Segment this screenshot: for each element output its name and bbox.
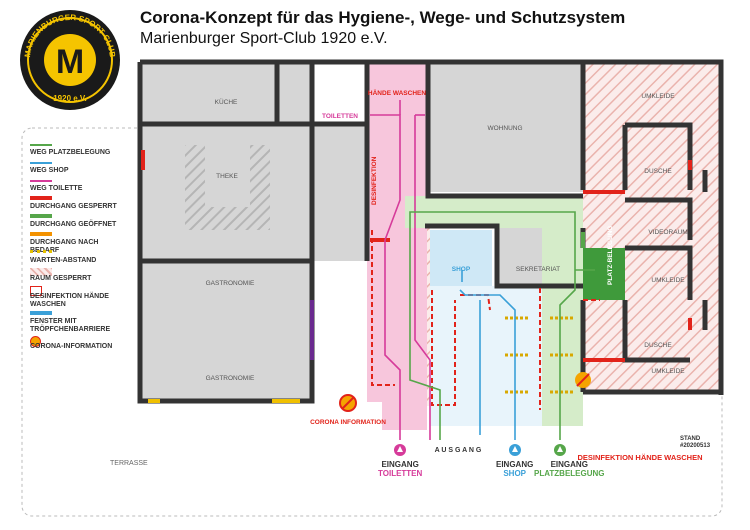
room-umkleide-1: UMKLEIDE xyxy=(641,93,675,100)
stand-date: STAND #20200513 xyxy=(680,436,711,449)
legend-label-8: DESINFEKTION HÄNDE WASCHEN xyxy=(30,293,109,308)
legend-mark-3 xyxy=(30,196,52,200)
room-theke: THEKE xyxy=(216,173,238,180)
legend-mark-0 xyxy=(30,144,52,146)
room-kueche: KÜCHE xyxy=(215,98,238,106)
legend-label-2: WEG TOILETTE xyxy=(30,185,83,192)
legend-label-6: WARTEN-ABSTAND xyxy=(30,257,97,264)
room-haende-waschen: HÄNDE WASCHEN xyxy=(368,89,426,97)
legend-mark-6 xyxy=(30,250,52,256)
platzbelegung-room xyxy=(583,248,625,300)
page-title: Corona-Konzept für das Hygiene-, Wege- u… xyxy=(140,8,626,27)
room-gastronomie-2: GASTRONOMIE xyxy=(206,375,255,382)
legend-label-10: CORONA-INFORMATION xyxy=(30,343,113,350)
ausgang-label: A U S G A N G xyxy=(435,447,482,454)
room-umkleide-3: UMKLEIDE xyxy=(651,368,685,375)
room-gastronomie-1: GASTRONOMIE xyxy=(206,280,255,287)
legend-label-7: RAUM GESPERRT xyxy=(30,275,92,282)
corona-info-icon xyxy=(339,372,591,412)
entry-platzbelegung: EINGANG PLATZBELEGUNG xyxy=(534,460,605,478)
entry-shop: EINGANG SHOP xyxy=(496,460,534,478)
legend-mark-10 xyxy=(30,336,41,347)
legend-mark-5 xyxy=(30,232,52,236)
shop-route xyxy=(459,270,516,440)
legend-mark-4 xyxy=(30,214,52,218)
room-dusche-2: DUSCHE xyxy=(644,342,672,349)
shop-zone xyxy=(430,230,492,286)
club-logo: M MARIENBURGER SPORT-CLUB 1920 e.V. xyxy=(20,10,120,110)
waiting-distance-markers xyxy=(505,316,575,394)
walls xyxy=(137,59,724,404)
terrasse-label: TERRASSE xyxy=(110,460,148,467)
room-platzbelegung: PLATZ-BELEGUNG xyxy=(607,226,614,285)
entry-toiletten: EINGANG TOILETTEN xyxy=(378,460,423,478)
legend-label-0: WEG PLATZBELEGUNG xyxy=(30,149,111,156)
legend-mark-2 xyxy=(30,180,52,182)
blocked-passages xyxy=(141,150,692,362)
legend-label-3: DURCHGANG GESPERRT xyxy=(30,203,117,210)
room-sekretariat: SEKRETARIAT xyxy=(516,266,560,273)
page-subtitle: Marienburger Sport-Club 1920 e.V. xyxy=(140,30,388,47)
toilet-route xyxy=(370,100,431,440)
legend-mark-7 xyxy=(30,268,52,276)
corona-info-label: CORONA INFORMATION xyxy=(310,419,386,426)
logo-year: 1920 e.V. xyxy=(53,94,87,103)
room-dusche-1: DUSCHE xyxy=(644,168,672,175)
room-wohnung: WOHNUNG xyxy=(487,125,522,132)
room-umkleide-2: UMKLEIDE xyxy=(651,277,685,284)
legend-mark-1 xyxy=(30,162,52,164)
desinfektion-bottom-label: DESINFEKTION HÄNDE WASCHEN xyxy=(577,453,702,462)
logo-letter: M xyxy=(56,43,84,81)
legend-mark-9 xyxy=(30,311,52,315)
route-arrows xyxy=(394,444,566,456)
desinfektion-label: DESINFEKTION xyxy=(371,156,378,205)
room-toiletten: TOILETTEN xyxy=(322,113,358,120)
legend-label-4: DURCHGANG GEÖFFNET xyxy=(30,221,117,228)
legend-mark-8 xyxy=(30,286,42,296)
legend-label-9: FENSTER MIT TRÖPFCHENBARRIERE xyxy=(30,318,111,333)
platz-route xyxy=(409,211,595,440)
room-shop: SHOP xyxy=(452,266,471,273)
room-videoraum: VIDEORAUM xyxy=(648,229,687,236)
legend-label-1: WEG SHOP xyxy=(30,167,69,174)
